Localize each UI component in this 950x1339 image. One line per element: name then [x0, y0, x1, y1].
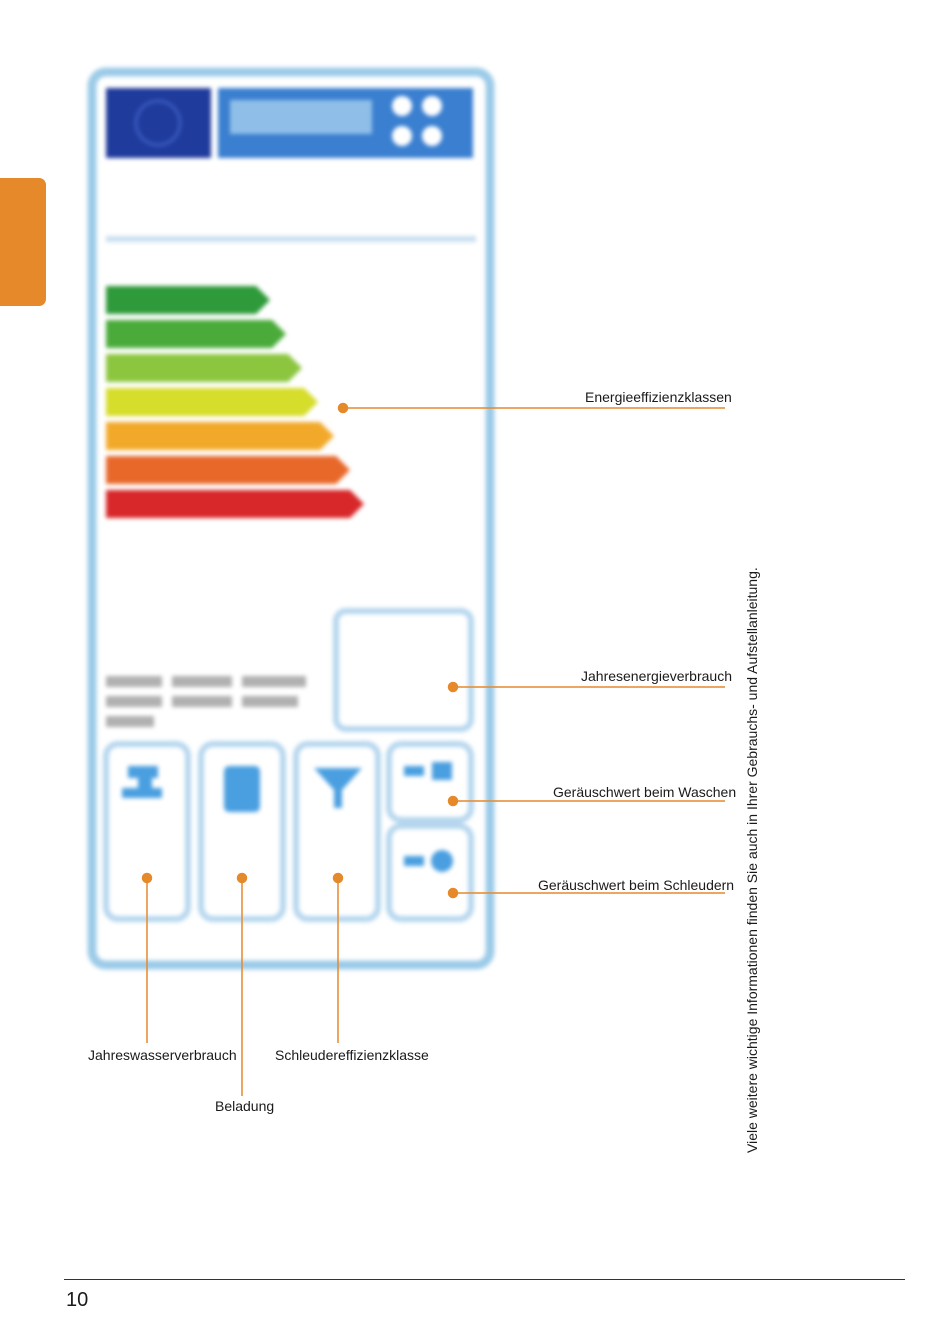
callout-annual-water: Jahreswasserverbrauch	[88, 1047, 237, 1063]
callout-noise-wash: Geräuschwert beim Waschen	[553, 784, 737, 800]
water-tap-icon	[122, 766, 162, 798]
chapter-tab	[0, 178, 46, 306]
callout-annual-energy: Jahresenergieverbrauch	[581, 668, 732, 684]
page-number: 10	[66, 1289, 89, 1311]
callout-spin-class: Schleudereffizienzklasse	[275, 1047, 429, 1063]
energy-label-illustration	[86, 66, 496, 971]
spin-funnel-icon	[314, 768, 362, 808]
callout-energy-classes: Energieeffizienzklassen	[585, 389, 732, 405]
noise-spin-icon	[404, 850, 453, 872]
callout-noise-spin: Geräuschwert beim Schleudern	[538, 877, 735, 893]
energy-label	[87, 67, 495, 970]
noise-wash-icon	[404, 762, 452, 780]
efficiency-class-bars	[106, 286, 364, 518]
side-note: Viele weitere wichtige Informationen fin…	[744, 567, 760, 1153]
annual-energy-box	[333, 608, 474, 732]
footer-divider	[64, 1279, 905, 1280]
callout-load: Beladung	[215, 1098, 275, 1114]
eu-flag-icon	[106, 88, 211, 158]
laundry-icon	[224, 766, 260, 812]
